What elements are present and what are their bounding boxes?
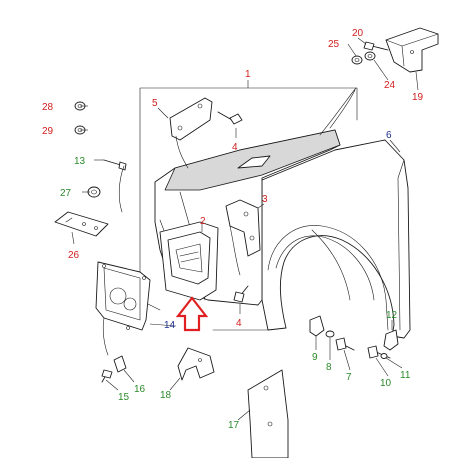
washer-11	[380, 353, 388, 359]
label-15: 15	[118, 392, 130, 403]
bolt-7	[335, 337, 355, 351]
label-1: 1	[245, 69, 251, 80]
label-27: 27	[60, 188, 72, 199]
label-8: 8	[326, 362, 332, 373]
screw-4-lower	[233, 285, 249, 303]
washer-8	[325, 330, 335, 338]
seal-14	[95, 261, 151, 356]
screw-15	[101, 369, 113, 383]
label-2: 2	[200, 216, 206, 227]
washer-25	[351, 55, 363, 65]
label-17: 17	[228, 420, 240, 431]
washer-24	[364, 51, 376, 61]
label-13: 13	[74, 156, 86, 167]
label-4-upper: 4	[232, 142, 238, 153]
label-11: 11	[400, 370, 411, 381]
label-16: 16	[134, 384, 146, 395]
bracket-3	[225, 199, 261, 276]
label-28: 28	[42, 102, 54, 113]
leader-lines	[71, 37, 419, 421]
label-12: 12	[386, 310, 398, 321]
nut-27	[87, 186, 101, 198]
label-25: 25	[328, 39, 340, 50]
label-20: 20	[352, 28, 364, 39]
wing-panel	[261, 139, 411, 339]
label-24: 24	[384, 80, 396, 91]
bracket-19	[385, 27, 439, 73]
callout-arrow	[175, 296, 209, 332]
clip-12	[383, 329, 399, 351]
screw-13	[103, 159, 127, 213]
label-7: 7	[346, 372, 352, 383]
label-10: 10	[380, 378, 392, 389]
label-18: 18	[160, 390, 172, 401]
label-19: 19	[412, 92, 424, 103]
label-3: 3	[262, 194, 268, 205]
label-6: 6	[386, 130, 392, 141]
label-9: 9	[312, 352, 318, 363]
label-14: 14	[164, 320, 176, 331]
bracket-18	[177, 347, 215, 381]
clip-9	[309, 315, 325, 337]
label-29: 29	[42, 126, 54, 137]
filler-housing	[159, 221, 219, 301]
clip-16	[113, 355, 127, 373]
panel-17	[247, 369, 289, 458]
label-4-lower: 4	[236, 318, 242, 329]
bracket-26	[54, 211, 109, 237]
label-26: 26	[68, 250, 80, 261]
bracket-5	[169, 97, 213, 169]
label-5: 5	[152, 98, 158, 109]
bolt-20	[363, 41, 389, 51]
screw-4-upper	[217, 111, 243, 125]
